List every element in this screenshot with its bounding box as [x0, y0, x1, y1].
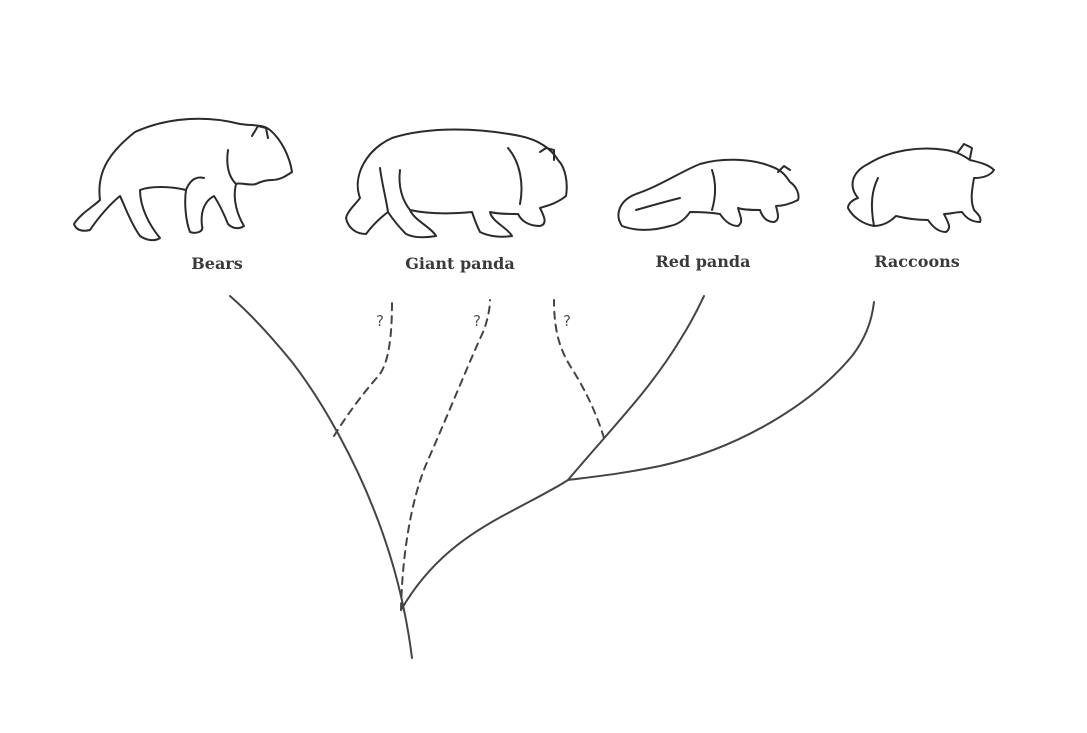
branch-procyonid-stem: [400, 479, 569, 611]
branch-to-red-panda: [567, 295, 705, 481]
branch-uncertain-2: [400, 299, 491, 611]
label-giant-panda: Giant panda: [405, 254, 514, 273]
label-raccoons: Raccoons: [874, 252, 960, 271]
bear-illustration-icon: [73, 117, 293, 242]
red-panda-illustration-icon: [617, 158, 800, 231]
branch-root-to-bears: [229, 295, 413, 659]
label-bears: Bears: [191, 254, 243, 273]
branch-uncertain-3: [553, 299, 605, 439]
uncertain-mark-2: ?: [473, 312, 481, 330]
branch-uncertain-1: [333, 301, 393, 437]
label-red-panda: Red panda: [656, 252, 751, 271]
branch-to-raccoons: [567, 301, 875, 481]
uncertain-mark-3: ?: [563, 312, 571, 330]
uncertain-mark-1: ?: [376, 312, 384, 330]
raccoon-illustration-icon: [847, 143, 995, 233]
giant-panda-illustration-icon: [345, 128, 568, 239]
